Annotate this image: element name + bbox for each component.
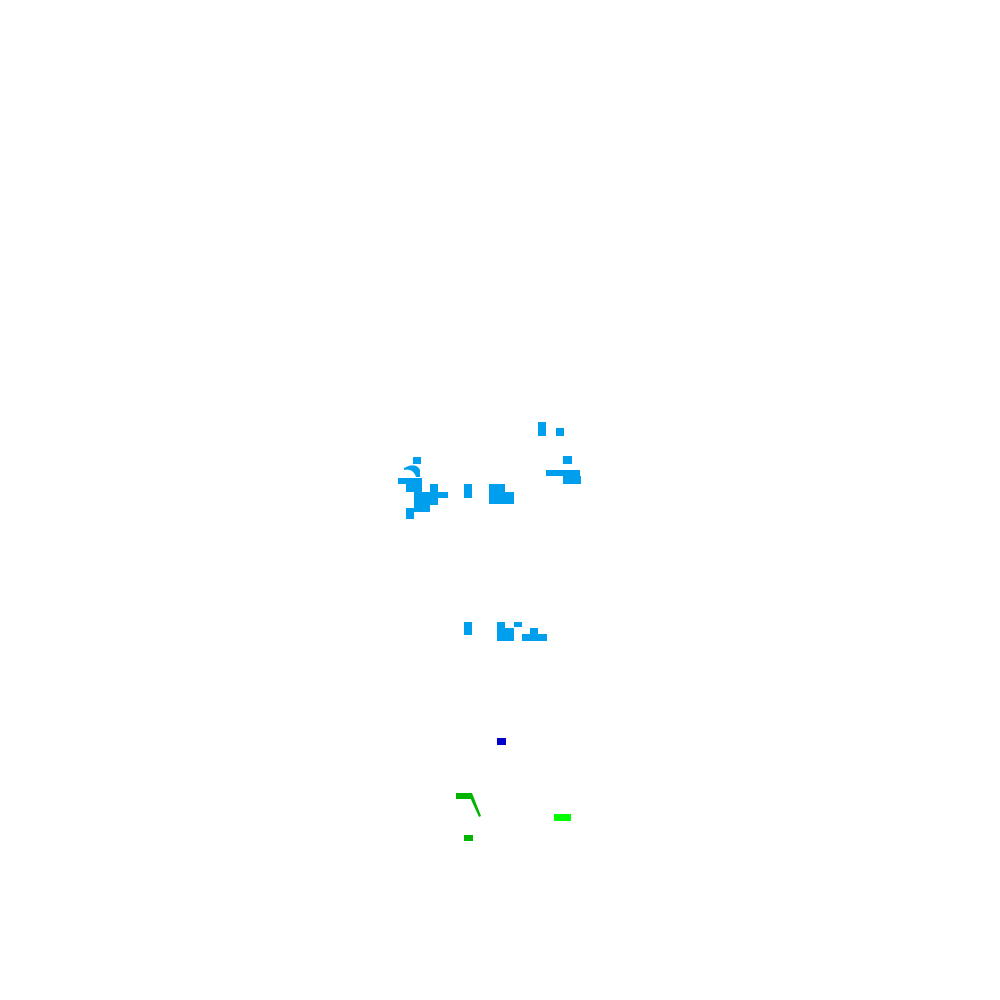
- light-blue-pixel-block: [464, 622, 472, 635]
- light-blue-pixel-block: [406, 484, 422, 492]
- light-blue-pixel-block: [538, 422, 546, 436]
- light-blue-pixel-block: [406, 508, 414, 519]
- light-blue-pixel-block: [556, 428, 564, 436]
- green-pixel-block: [456, 793, 472, 799]
- light-blue-pixel-block: [414, 498, 438, 505]
- light-blue-cluster-upper: [538, 422, 581, 484]
- green-marks: [456, 793, 571, 841]
- light-blue-pixel-block: [430, 484, 438, 492]
- light-blue-pixel-block: [514, 622, 522, 627]
- light-blue-pixel-block: [398, 478, 422, 484]
- light-blue-pixel-block: [413, 457, 421, 464]
- light-blue-pixel-block: [414, 492, 448, 498]
- light-blue-pixel-block: [522, 634, 547, 641]
- light-blue-cluster-middle: [464, 484, 514, 504]
- light-blue-cluster-left: [398, 457, 448, 519]
- light-blue-pixel-block: [414, 505, 430, 512]
- light-blue-pixel-block: [505, 492, 514, 504]
- light-blue-pixel-block: [563, 456, 572, 464]
- light-blue-cluster-lower: [464, 622, 547, 641]
- light-blue-pixel-block: [546, 470, 580, 476]
- green-diagonal-stroke: [468, 793, 481, 817]
- dark-blue-pixel: [497, 738, 506, 745]
- bright-green-pixel-block: [554, 814, 571, 821]
- light-blue-pixel-block: [530, 628, 538, 635]
- light-blue-pixel-block: [497, 622, 505, 629]
- light-blue-pixel-block: [497, 628, 514, 641]
- light-blue-arc: [404, 465, 420, 477]
- light-blue-pixel-block: [464, 484, 472, 498]
- green-pixel-block: [464, 835, 473, 841]
- light-blue-pixel-block: [563, 476, 581, 484]
- light-blue-pixel-block: [489, 484, 505, 504]
